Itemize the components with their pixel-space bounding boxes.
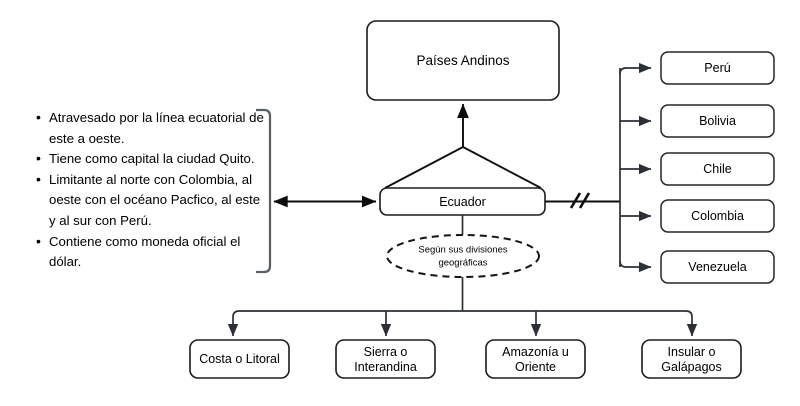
insular-box[interactable] — [641, 339, 742, 379]
costa-label: Costa o Litoral — [199, 352, 280, 366]
list-item: Tiene como capital la ciudad Quito. — [36, 148, 268, 170]
list-item: Contiene como moneda oficial el dólar. — [36, 231, 268, 273]
node-ecuador[interactable]: Ecuador — [379, 187, 546, 216]
node-country-peru[interactable]: Perú — [660, 51, 775, 85]
sierra-label-line2: Interandina — [354, 360, 417, 374]
amazonia-box[interactable] — [485, 339, 586, 379]
condition-label-line1: Según sus divisiones — [418, 245, 507, 256]
node-country-venezuela[interactable]: Venezuela — [660, 250, 775, 284]
node-condition[interactable]: Según sus divisiones geográficas — [386, 234, 540, 278]
node-region-amazonia[interactable]: Amazonía u Oriente — [485, 339, 586, 379]
chile-box[interactable] — [660, 152, 775, 186]
branch-to-insular — [685, 310, 698, 337]
node-region-costa[interactable]: Costa o Litoral — [189, 339, 290, 379]
node-paises-andinos[interactable]: Países Andinos — [366, 20, 560, 101]
amazonia-label-line2: Oriente — [515, 360, 556, 374]
insular-label-line1: Insular o — [668, 345, 716, 359]
paises-andinos-label: Países Andinos — [416, 53, 509, 68]
facts-list: Atravesado por la línea ecuatorial de es… — [36, 107, 268, 273]
colombia-label: Colombia — [691, 209, 744, 223]
venezuela-label: Venezuela — [688, 260, 746, 274]
paises-andinos-box[interactable] — [366, 20, 560, 101]
sierra-label-line1: Sierra o — [364, 345, 408, 359]
amazonia-label-line1: Amazonía u — [502, 345, 569, 359]
ecuador-label: Ecuador — [439, 195, 486, 209]
break-symbol — [569, 192, 591, 209]
hierarchy-triangle — [384, 145, 542, 189]
branch-to-peru — [619, 62, 652, 75]
node-country-colombia[interactable]: Colombia — [660, 199, 775, 233]
list-item: Atravesado por la línea ecuatorial de es… — [36, 107, 268, 149]
sierra-box[interactable] — [335, 339, 436, 379]
node-region-sierra[interactable]: Sierra o Interandina — [335, 339, 436, 379]
list-item: Limitante al norte con Colombia, al oest… — [36, 169, 268, 232]
peru-label: Perú — [704, 61, 730, 75]
node-region-insular[interactable]: Insular o Galápagos — [641, 339, 742, 379]
venezuela-box[interactable] — [660, 250, 775, 284]
peru-box[interactable] — [660, 51, 775, 85]
facts-list-items: Atravesado por la línea ecuatorial de es… — [36, 107, 268, 273]
condition-ellipse[interactable] — [386, 234, 540, 278]
branch-to-venezuela — [619, 260, 652, 273]
condition-label-line2: geográficas — [438, 258, 487, 269]
colombia-box[interactable] — [660, 199, 775, 233]
node-country-chile[interactable]: Chile — [660, 152, 775, 186]
node-country-bolivia[interactable]: Bolivia — [660, 104, 775, 138]
bolivia-label: Bolivia — [699, 114, 736, 128]
branch-to-costa — [227, 310, 240, 337]
costa-box[interactable] — [189, 339, 290, 379]
chile-label: Chile — [703, 162, 732, 176]
insular-label-line2: Galápagos — [661, 360, 721, 374]
bolivia-box[interactable] — [660, 104, 775, 138]
